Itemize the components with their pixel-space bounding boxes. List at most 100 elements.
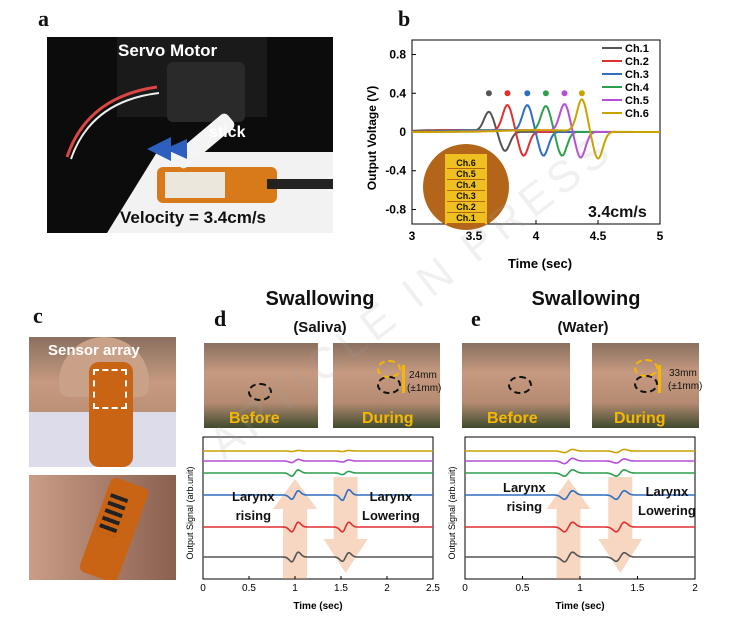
signal-xtick-label: 0 <box>200 583 206 594</box>
chart-b-legend-label: Ch.3 <box>625 69 649 81</box>
signal-trace <box>465 448 695 454</box>
chart-b-ytick-label: -0.4 <box>385 164 406 178</box>
servo-setup-photo <box>47 37 333 233</box>
sensor-channel-label: Ch.4 <box>447 180 485 191</box>
chart-b-xtick-label: 4.5 <box>590 229 607 243</box>
rising-arrow <box>273 479 317 579</box>
lowering-arrow <box>323 477 368 573</box>
signal-trace <box>203 551 433 563</box>
chart-b-peak-dot <box>485 90 492 97</box>
chart-b-peak-dot <box>578 90 585 97</box>
chart-b-ytick-label: 0.4 <box>389 86 406 100</box>
sensor-channel-label: Ch.1 <box>447 213 485 224</box>
sensor-channel-label: Ch.6 <box>447 158 485 169</box>
panel-label-b: b <box>398 6 411 31</box>
e-tolerance: (±1mm) <box>668 381 703 392</box>
stick-label: stick <box>209 124 246 141</box>
signal-xtick-label: 1.5 <box>631 583 645 594</box>
d-before-photo <box>204 343 318 428</box>
chart-b-xtick-label: 3 <box>409 229 416 243</box>
e-before-photo <box>462 343 570 428</box>
chart-e-xlabel: Time (sec) <box>555 601 604 612</box>
chart-b-peak-dot <box>542 90 549 97</box>
chart-b-xtick-label: 4 <box>533 229 540 243</box>
water-signal-chart: Output Signal (arb.unit) Time (sec) 0 0.5… <box>447 436 698 612</box>
chart-b-peak-dot <box>524 90 531 97</box>
chart-b-series-line <box>412 98 660 160</box>
d-displacement: 24mm <box>409 370 437 381</box>
sensor-channel-label: Ch.2 <box>447 202 485 213</box>
chart-e-ylabel: Output Signal (arb.unit) <box>447 466 457 559</box>
signal-trace <box>465 468 695 478</box>
signal-xtick-label: 0.5 <box>242 583 256 594</box>
e-subtitle: (Water) <box>557 319 609 336</box>
chart-b-peak-dot <box>561 90 568 97</box>
signal-trace <box>203 488 433 502</box>
rising-arrow <box>546 479 591 579</box>
signal-trace <box>203 521 433 533</box>
servo-motor-label: Servo Motor <box>118 41 218 60</box>
signal-trace <box>203 468 433 478</box>
chart-b-legend-label: Ch.1 <box>625 43 649 55</box>
panel-label-e: e <box>471 306 481 331</box>
sensor-channel-label: Ch.5 <box>447 169 485 180</box>
d-during-label: During <box>362 410 414 427</box>
chart-b-ytick-label: 0.8 <box>389 48 406 62</box>
signal-chart-frame <box>202 436 434 580</box>
signal-trace <box>465 457 695 465</box>
signal-xtick-label: 1 <box>577 583 583 594</box>
chart-b-ylabel: Output Voltage (V) <box>365 86 379 190</box>
chart-b-legend-label: Ch.5 <box>625 95 649 107</box>
signal-xtick-label: 1.5 <box>334 583 348 594</box>
chart-d-ylabel: Output Signal (arb.unit) <box>185 466 195 559</box>
chart-b-legend-label: Ch.4 <box>625 82 650 94</box>
signal-trace <box>465 551 695 563</box>
chart-b-legend-label: Ch.6 <box>625 108 649 120</box>
panel-label-c: c <box>33 303 43 328</box>
saliva-signal-chart: Output Signal (arb.unit) Time (sec) 0 0.5… <box>185 436 440 612</box>
servo-setup-illustration <box>47 37 333 233</box>
chart-b-ytick-label: -0.8 <box>385 202 406 216</box>
signal-xtick-label: 2.5 <box>426 583 440 594</box>
voltage-chart: Output Voltage (V) Time (sec) 3 3.5 4 4.5 5 -… <box>365 39 664 271</box>
velocity-note: 3.4cm/s <box>588 204 647 221</box>
e-title: Swallowing <box>531 288 641 310</box>
sensor-array-label: Sensor array <box>48 342 140 359</box>
signal-xtick-label: 2 <box>384 583 390 594</box>
d-before-label: Before <box>229 410 280 427</box>
chart-b-xtick-label: 3.5 <box>466 229 483 243</box>
chart-b-peak-dot <box>504 90 511 97</box>
lowering-arrow <box>598 477 643 573</box>
e-during-photo <box>592 343 699 428</box>
velocity-label: Velocity = 3.4cm/s <box>120 208 267 227</box>
e-displacement: 33mm <box>669 368 697 379</box>
panel-label-d: d <box>214 306 227 331</box>
d-subtitle: (Saliva) <box>293 319 347 336</box>
panel-label-a: a <box>38 6 49 31</box>
signal-xtick-label: 0 <box>462 583 468 594</box>
chart-b-legend-label: Ch.2 <box>625 56 649 68</box>
chart-d-xlabel: Time (sec) <box>293 601 342 612</box>
d-title: Swallowing <box>265 288 375 310</box>
e-during-label: During <box>614 410 666 427</box>
signal-xtick-label: 2 <box>692 583 698 594</box>
signal-trace <box>465 521 695 533</box>
signal-trace <box>203 458 433 464</box>
signal-xtick-label: 1 <box>292 583 298 594</box>
d-tolerance: (±1mm) <box>407 383 442 394</box>
chart-b-xtick-label: 5 <box>657 229 664 243</box>
e-before-label: Before <box>487 410 538 427</box>
d-during-photo <box>333 343 440 428</box>
signal-trace <box>203 449 433 453</box>
signal-trace <box>465 489 695 501</box>
sensor-array-photo <box>29 337 176 467</box>
signal-xtick-label: 0.5 <box>516 583 530 594</box>
sensor-channel-label: Ch.3 <box>447 191 485 202</box>
chart-b-xlabel: Time (sec) <box>508 256 572 271</box>
sensor-side-photo <box>29 475 176 580</box>
